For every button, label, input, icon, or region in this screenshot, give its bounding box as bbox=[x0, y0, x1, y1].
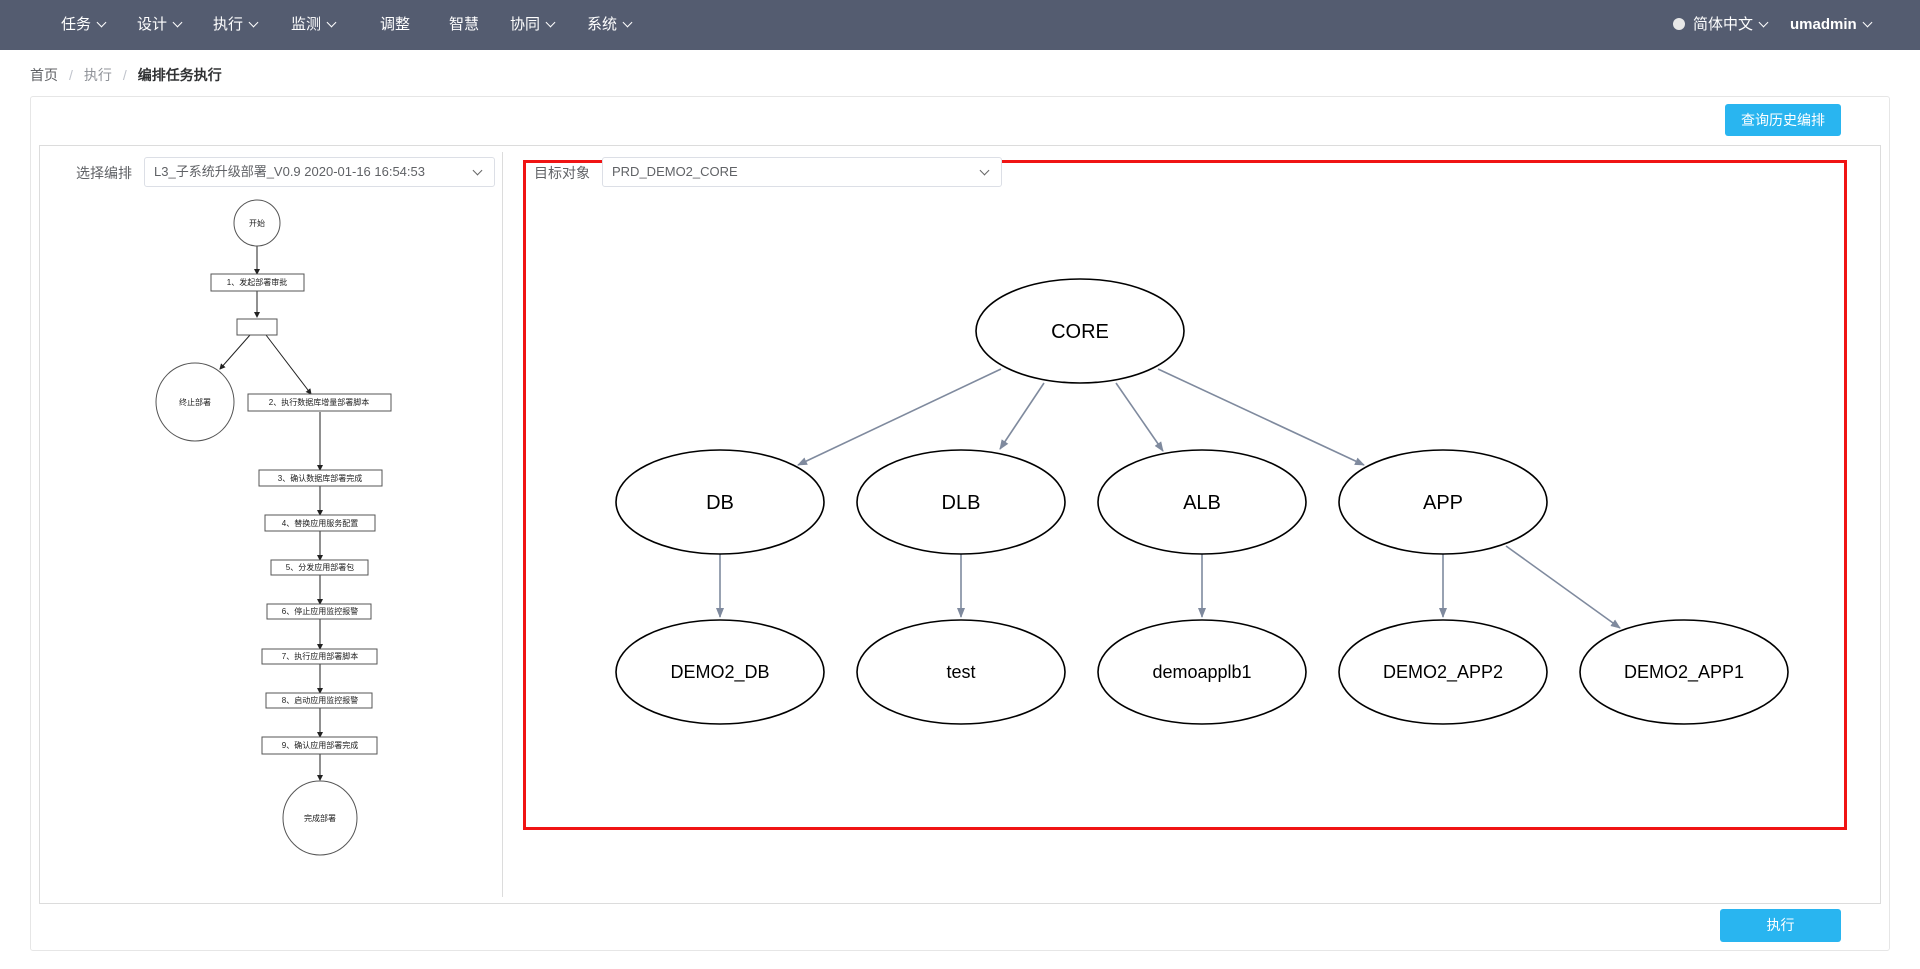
globe-icon bbox=[1673, 18, 1685, 30]
nav-item-adjust[interactable]: 调整 bbox=[380, 0, 410, 50]
graph-node-label: DLB bbox=[942, 492, 981, 514]
graph-node-label: ALB bbox=[1183, 492, 1221, 514]
nav-item-monitor[interactable]: 监测 bbox=[291, 0, 337, 50]
flow-step-label: 3、确认数据库部署完成 bbox=[278, 473, 362, 483]
nav-item-system[interactable]: 系统 bbox=[587, 0, 633, 50]
nav-item-execute[interactable]: 执行 bbox=[213, 0, 259, 50]
flow-abort-label: 终止部署 bbox=[179, 397, 211, 407]
graph-node-label: DEMO2_APP1 bbox=[1624, 662, 1744, 683]
flow-step-node bbox=[210, 273, 305, 292]
graph-node[interactable] bbox=[1338, 619, 1548, 725]
panel-divider bbox=[502, 152, 503, 897]
flow-step-node bbox=[261, 648, 378, 665]
flow-gateway-node bbox=[236, 318, 278, 336]
flow-step-label: 9、确认应用部署完成 bbox=[282, 740, 358, 750]
nav-item-wisdom[interactable]: 智慧 bbox=[449, 0, 479, 50]
flow-step-label: 4、替换应用服务配置 bbox=[282, 518, 358, 528]
flow-start-label: 开始 bbox=[249, 218, 265, 228]
flow-start-node bbox=[233, 199, 281, 247]
nav-item-label: 任务 bbox=[61, 16, 92, 33]
graph-node[interactable] bbox=[1338, 449, 1548, 555]
target-object-label: 目标对象 bbox=[534, 165, 590, 181]
graph-node-label: DEMO2_APP2 bbox=[1383, 662, 1503, 683]
graph-node[interactable] bbox=[856, 449, 1066, 555]
flow-step-node bbox=[247, 393, 392, 412]
breadcrumb-home[interactable]: 首页 bbox=[30, 67, 58, 83]
flow-end-node bbox=[282, 780, 358, 856]
flow-step-label: 8、启动应用监控报警 bbox=[282, 695, 358, 705]
graph-node[interactable] bbox=[1097, 449, 1307, 555]
graph-node-label: CORE bbox=[1051, 321, 1109, 343]
graph-node[interactable] bbox=[1097, 619, 1307, 725]
breadcrumb-separator: / bbox=[122, 67, 127, 83]
username: umadmin bbox=[1790, 16, 1857, 33]
flow-step-label: 7、执行应用部署脚本 bbox=[282, 651, 358, 661]
graph-node-label: DEMO2_DB bbox=[670, 662, 769, 683]
graph-node[interactable] bbox=[1579, 619, 1789, 725]
breadcrumb-current: 编排任务执行 bbox=[137, 67, 222, 83]
flow-diagram: 开始 1、发起部署审批 终止部署 2、执行数据库增量部署脚本 3、确认数据库部署… bbox=[155, 199, 392, 856]
graph-node-label: test bbox=[946, 662, 975, 682]
language-label: 简体中文 bbox=[1693, 16, 1754, 33]
execute-button[interactable]: 执行 bbox=[1720, 909, 1841, 942]
breadcrumb: 首页 / 执行 / 编排任务执行 bbox=[30, 65, 222, 85]
graph-node-label: demoapplb1 bbox=[1152, 662, 1251, 682]
breadcrumb-parent[interactable]: 执行 bbox=[83, 67, 112, 83]
flow-step-node bbox=[261, 736, 378, 755]
flow-step-label: 5、分发应用部署包 bbox=[286, 562, 354, 572]
orchestration-panel bbox=[39, 145, 1881, 904]
flow-step-node bbox=[270, 559, 369, 576]
nav-item-label: 协同 bbox=[510, 16, 541, 33]
flow-step-label: 6、停止应用监控报警 bbox=[282, 606, 358, 616]
graph-node[interactable] bbox=[856, 619, 1066, 725]
flow-abort-node bbox=[155, 362, 235, 442]
nav-item-label: 监测 bbox=[291, 16, 322, 33]
graph-node[interactable] bbox=[615, 449, 825, 555]
target-object-select[interactable]: PRD_DEMO2_CORE bbox=[602, 157, 1002, 187]
target-object-select-value: PRD_DEMO2_CORE bbox=[612, 164, 738, 179]
orchestration-select-value: L3_子系统升级部署_V0.9 2020-01-16 16:54:53 bbox=[154, 164, 425, 179]
breadcrumb-separator: / bbox=[69, 67, 73, 83]
nav-item-label: 系统 bbox=[587, 16, 618, 33]
orchestration-select[interactable]: L3_子系统升级部署_V0.9 2020-01-16 16:54:53 bbox=[144, 157, 495, 187]
flow-step-label: 1、发起部署审批 bbox=[227, 277, 287, 287]
top-navbar: 任务 设计 执行 监测 调整 智慧 协同 系统 简体中文 umadmin bbox=[0, 0, 1920, 50]
nav-item-design[interactable]: 设计 bbox=[137, 0, 183, 50]
flow-step-node bbox=[265, 692, 373, 709]
language-switcher[interactable]: 简体中文 bbox=[1673, 0, 1769, 50]
user-menu[interactable]: umadmin bbox=[1790, 0, 1873, 50]
graph-node[interactable] bbox=[975, 278, 1185, 384]
flow-step-node bbox=[264, 514, 376, 532]
nav-item-collab[interactable]: 协同 bbox=[510, 0, 556, 50]
target-highlight-frame bbox=[523, 160, 1847, 830]
query-history-button[interactable]: 查询历史编排 bbox=[1725, 104, 1841, 136]
nav-item-label: 智慧 bbox=[449, 16, 480, 33]
select-orchestration-label: 选择编排 bbox=[76, 165, 132, 181]
nav-item-task[interactable]: 任务 bbox=[61, 0, 107, 50]
flow-step-node bbox=[266, 603, 372, 620]
graph-node-label: APP bbox=[1423, 492, 1463, 514]
flow-end-label: 完成部署 bbox=[304, 813, 336, 823]
nav-item-label: 设计 bbox=[137, 16, 168, 33]
nav-item-label: 调整 bbox=[380, 16, 411, 33]
graph-node[interactable] bbox=[615, 619, 825, 725]
graph-node-label: DB bbox=[706, 492, 734, 514]
flow-step-label: 2、执行数据库增量部署脚本 bbox=[269, 397, 369, 407]
nav-item-label: 执行 bbox=[213, 16, 244, 33]
flow-step-node bbox=[258, 469, 383, 487]
main-card bbox=[30, 96, 1890, 951]
